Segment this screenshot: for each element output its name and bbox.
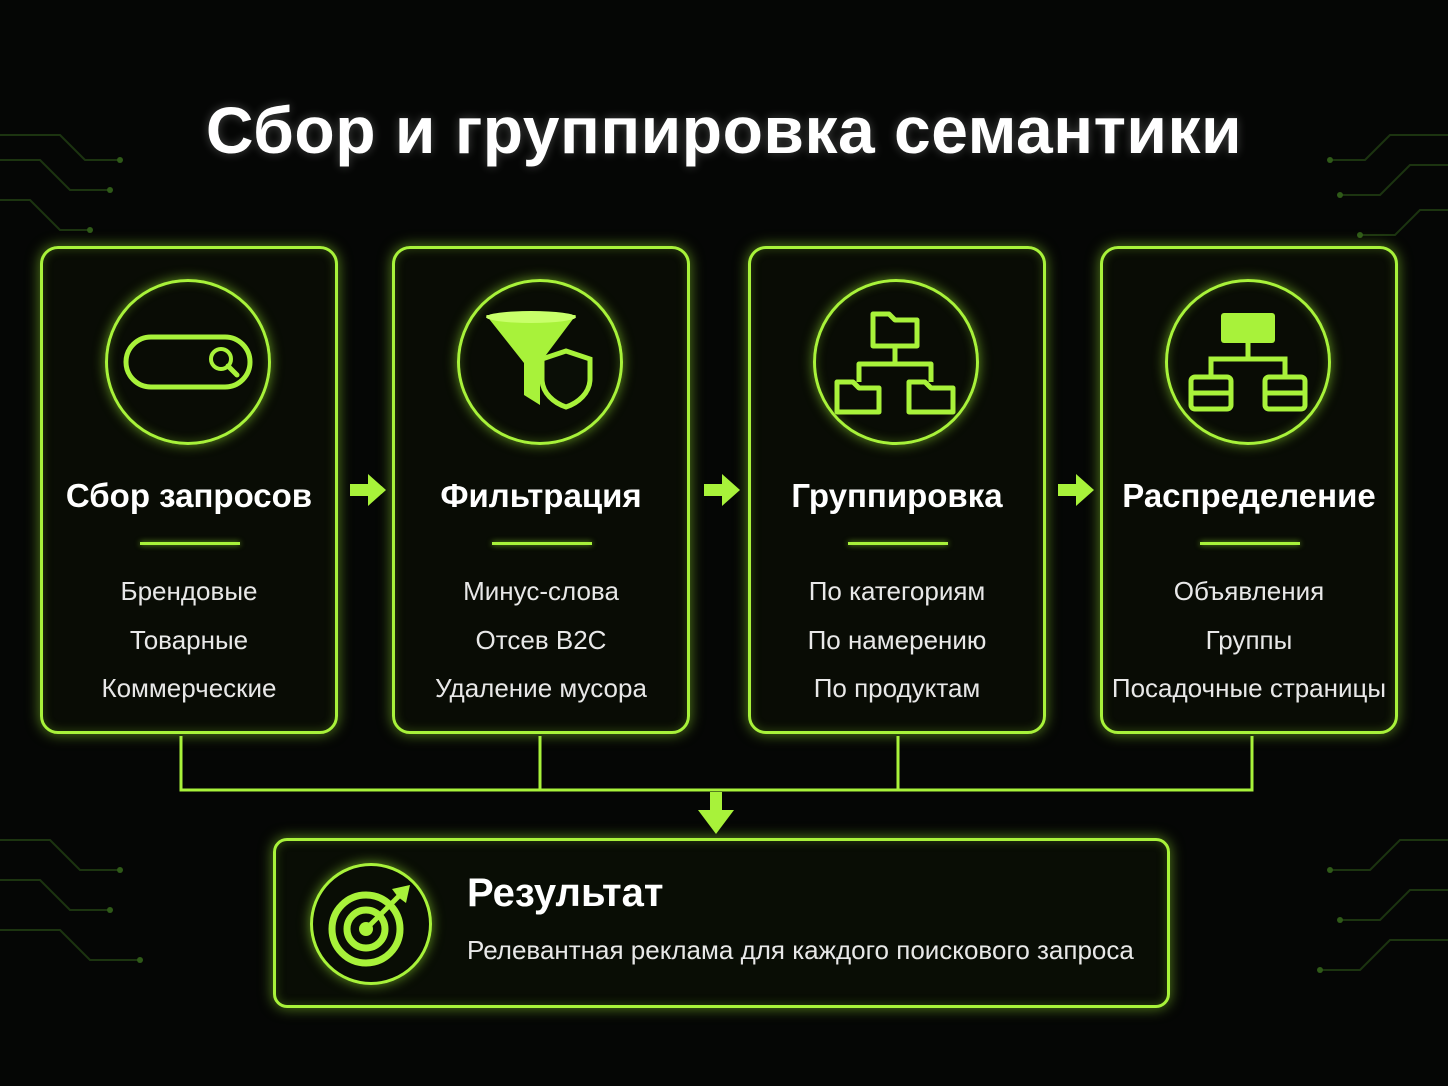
divider [492, 542, 592, 545]
folder-tree-icon [813, 279, 979, 445]
arrow-right-icon [350, 474, 386, 506]
step-card-filter: Фильтрация Минус-слова Отсев B2C Удалени… [392, 246, 690, 734]
step-title: Распределение [1122, 477, 1376, 514]
target-icon [310, 863, 432, 985]
result-description: Релевантная реклама для каждого поисково… [467, 935, 1134, 965]
list-item: Брендовые [120, 576, 258, 606]
step-card-group: Группировка По категориям По намерению П… [748, 246, 1046, 734]
funnel-shield-icon [457, 279, 623, 445]
list-item: Объявления [1173, 576, 1325, 606]
arrow-right-icon [704, 474, 740, 506]
step-items: Объявления Группы Посадочные страницы [1103, 567, 1395, 713]
list-item: По категориям [808, 576, 986, 606]
list-item: Коммерческие [101, 673, 277, 703]
divider [140, 542, 240, 545]
step-card-distribute: Распределение Объявления Группы Посадочн… [1100, 246, 1398, 734]
step-items: Минус-слова Отсев B2C Удаление мусора [395, 567, 687, 713]
divider [1200, 542, 1300, 545]
result-card: Результат Релевантная реклама для каждог… [273, 838, 1170, 1008]
list-item: Посадочные страницы [1111, 673, 1387, 703]
list-item: Отсев B2C [475, 624, 607, 655]
step-items: Брендовые Товарные Коммерческие [43, 567, 335, 713]
list-item: Товарные [129, 624, 249, 655]
step-title: Сбор запросов [65, 477, 313, 514]
search-bar-icon [105, 279, 271, 445]
step-items: По категориям По намерению По продуктам [751, 567, 1043, 713]
step-card-collect: Сбор запросов Брендовые Товарные Коммерч… [40, 246, 338, 734]
step-title: Фильтрация [440, 477, 642, 514]
step-title: Группировка [791, 477, 1003, 514]
divider [848, 542, 948, 545]
arrow-right-icon [1058, 474, 1094, 506]
list-item: По продуктам [813, 673, 981, 703]
list-item: Удаление мусора [435, 673, 647, 703]
result-title: Результат [467, 871, 664, 915]
list-item: Минус-слова [463, 576, 619, 606]
page-title: Сбор и группировка семантики [205, 93, 1243, 167]
list-item: Группы [1205, 624, 1293, 655]
list-item: По намерению [807, 624, 987, 655]
hierarchy-icon [1165, 279, 1331, 445]
